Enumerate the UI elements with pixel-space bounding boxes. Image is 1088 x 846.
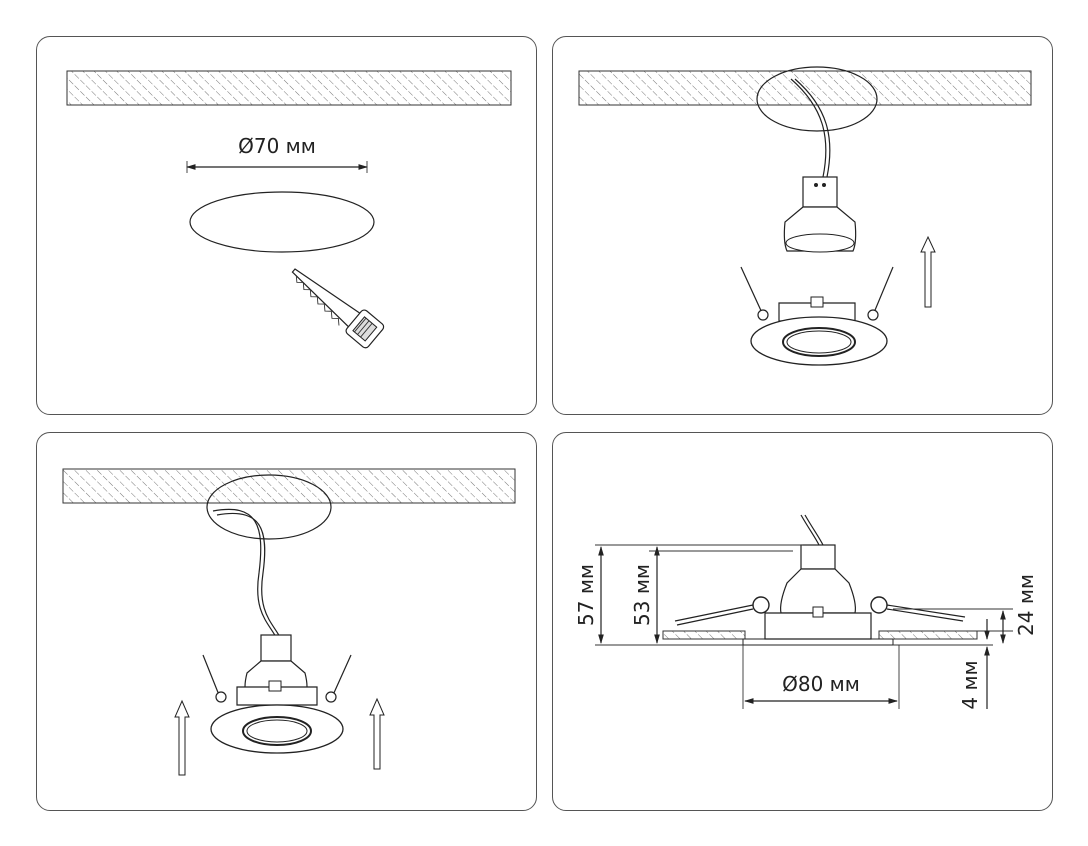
up-arrow-icon [920, 235, 936, 308]
ceiling-slab [62, 468, 516, 504]
ceiling-section-right [878, 630, 978, 640]
power-wire [790, 78, 827, 178]
saw-icon [291, 268, 385, 349]
height-clip-label: 24 мм [1014, 574, 1038, 636]
flange-diameter-label: Ø80 мм [782, 672, 860, 696]
spotlight-frame-icon [740, 266, 894, 366]
ceiling-section-left [662, 630, 746, 640]
up-arrow-icon [174, 699, 190, 776]
step-4-panel: 57 мм 53 мм 24 мм 4 мм Ø80 мм [552, 432, 1053, 811]
flange [742, 638, 894, 646]
flange-thickness-label: 4 мм [958, 660, 982, 709]
ceiling-slab [66, 70, 512, 106]
ceiling-hole [756, 66, 878, 132]
height-body-label: 53 мм [630, 564, 654, 626]
height-total-label: 57 мм [574, 564, 598, 626]
step-2-panel [552, 36, 1053, 415]
ceiling-hole [206, 474, 332, 540]
hole-diameter-label: Ø70 мм [238, 134, 316, 158]
step-3-panel [36, 432, 537, 811]
spotlight-bulb-icon [783, 176, 857, 253]
up-arrow-icon [369, 697, 385, 770]
spotlight-frame-icon [202, 634, 352, 754]
step-1-panel: Ø70 мм [36, 36, 537, 415]
cut-hole [189, 191, 375, 253]
power-wire [212, 508, 278, 640]
spotlight-frame-icon [674, 514, 966, 640]
